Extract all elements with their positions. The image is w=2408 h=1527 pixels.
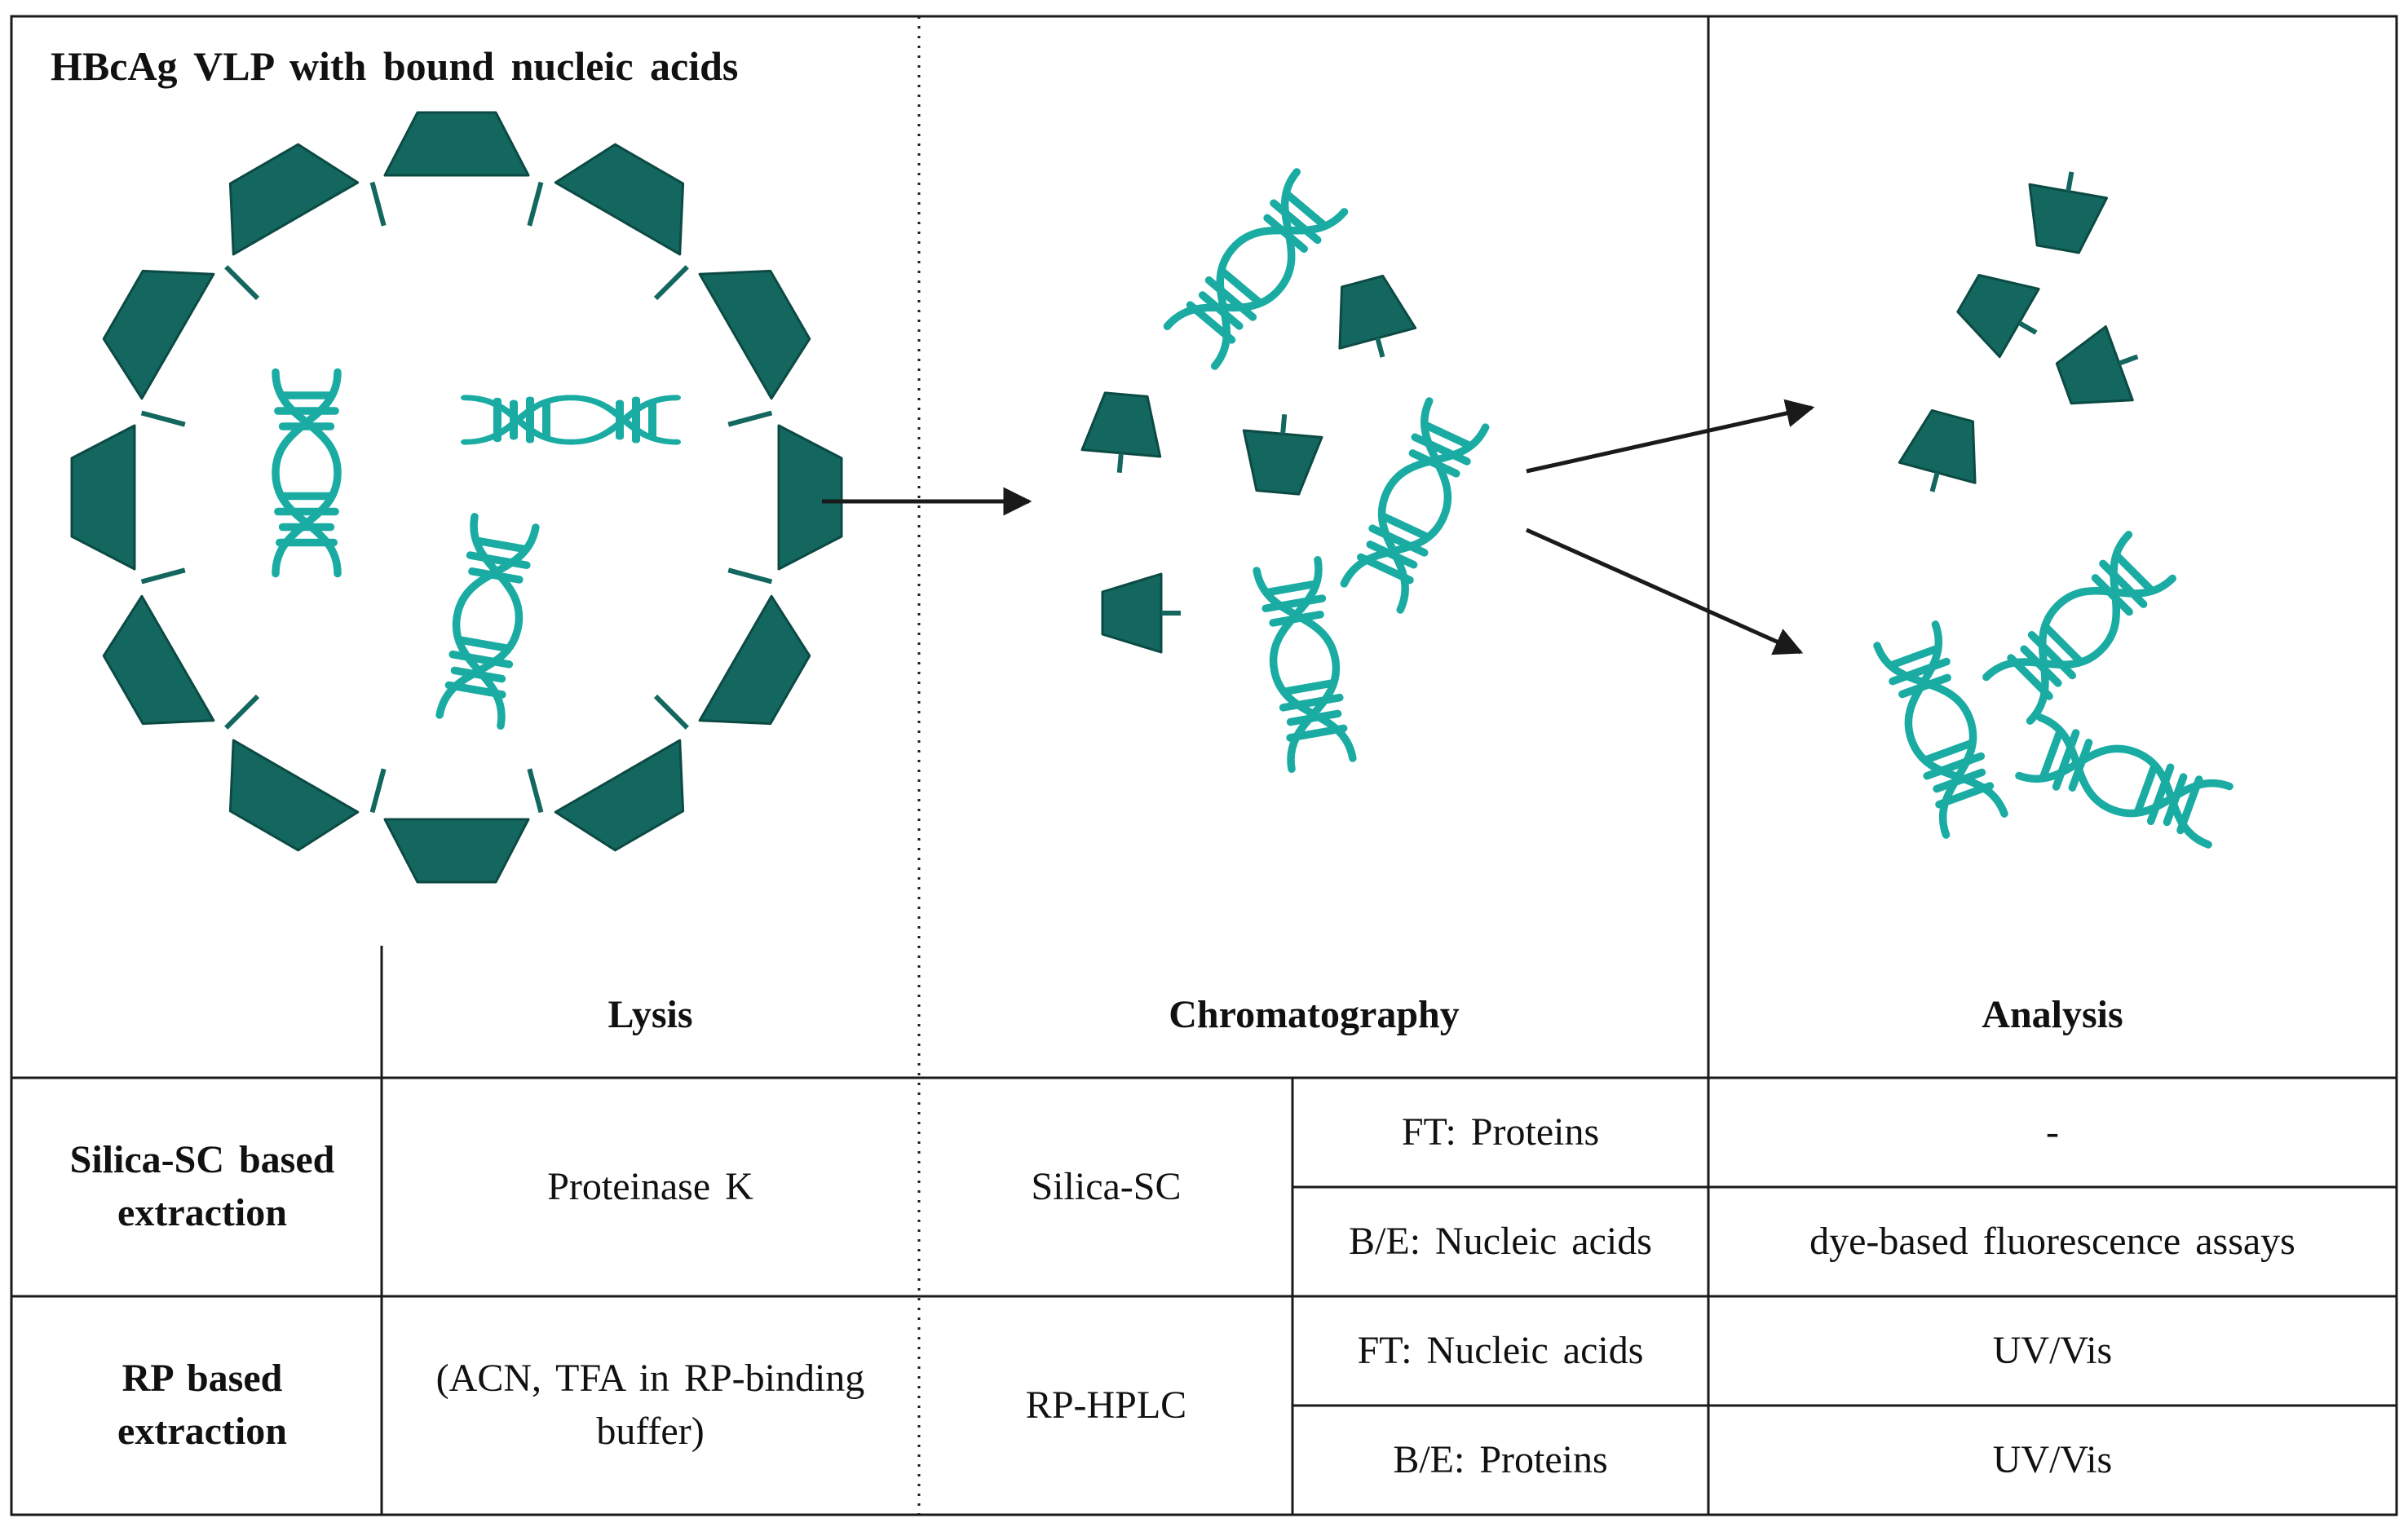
protein-subunit-icon bbox=[777, 424, 843, 571]
protein-tick bbox=[727, 410, 773, 427]
protein-tick bbox=[140, 410, 186, 427]
lysate-mixture bbox=[1080, 172, 1486, 769]
separated-proteins bbox=[1894, 165, 2151, 502]
protein-subunit-icon bbox=[554, 143, 685, 256]
analysis-silica-be: dye-based fluorescence assays bbox=[1809, 1219, 2295, 1263]
protein-subunit-icon bbox=[2019, 165, 2110, 256]
dna-helix-icon bbox=[276, 373, 338, 574]
protein-tick bbox=[653, 694, 689, 730]
protein-subunit-icon bbox=[2051, 320, 2151, 420]
dna-helix-icon bbox=[1344, 401, 1485, 610]
protein-tick bbox=[140, 567, 186, 585]
arrow-icon bbox=[1526, 399, 1815, 474]
method-rp: RP based extraction bbox=[117, 1357, 287, 1453]
dna-helix-icon bbox=[1986, 535, 2172, 721]
dna-helix-icon bbox=[1877, 624, 2004, 835]
fraction-silica-ft: FT: Proteins bbox=[1401, 1110, 1600, 1154]
separated-nucleic-acids bbox=[1877, 535, 2229, 845]
dna-helix-icon bbox=[1168, 172, 1345, 366]
protein-subunit-icon bbox=[1894, 406, 1990, 502]
arrow-icon bbox=[1525, 527, 1804, 655]
protein-subunit-icon bbox=[554, 739, 685, 852]
dna-helix-icon bbox=[1257, 560, 1353, 769]
protein-subunit-icon bbox=[698, 594, 811, 726]
fraction-silica-be: B/E: Nucleic acids bbox=[1349, 1219, 1652, 1263]
process-arrows bbox=[822, 399, 1815, 655]
lysis-silica: Proteinase K bbox=[547, 1164, 753, 1208]
lysis-rp: (ACN, TFA in RP-binding buffer) bbox=[435, 1357, 865, 1453]
header-chromatography: Chromatography bbox=[1169, 992, 1460, 1036]
header-analysis: Analysis bbox=[1982, 992, 2123, 1036]
table-grid bbox=[10, 15, 2398, 1516]
protein-subunit-icon bbox=[228, 143, 360, 256]
protein-tick bbox=[653, 265, 689, 301]
protein-tick bbox=[369, 768, 387, 814]
protein-tick bbox=[527, 181, 544, 227]
protein-subunit-icon bbox=[1102, 574, 1181, 652]
protein-subunit-icon bbox=[1324, 271, 1420, 368]
analysis-silica-ft: - bbox=[2046, 1110, 2059, 1154]
method-silica: Silica-SC based extraction bbox=[69, 1138, 335, 1234]
header-lysis: Lysis bbox=[608, 992, 693, 1036]
vlp-capsid bbox=[70, 111, 843, 884]
dna-helix-icon bbox=[2019, 717, 2229, 845]
protein-subunit-icon bbox=[1080, 391, 1165, 476]
vlp-nucleic-acids bbox=[276, 373, 677, 726]
fraction-rp-be: B/E: Proteins bbox=[1393, 1437, 1608, 1481]
protein-subunit-icon bbox=[383, 818, 530, 884]
dna-helix-icon bbox=[440, 517, 536, 726]
protein-tick bbox=[224, 694, 260, 730]
analysis-rp-ft: UV/Vis bbox=[1992, 1328, 2113, 1372]
protein-subunit-icon bbox=[102, 594, 215, 726]
fraction-rp-ft: FT: Nucleic acids bbox=[1357, 1328, 1644, 1372]
protein-tick bbox=[224, 265, 260, 301]
protein-subunit-icon bbox=[1949, 259, 2056, 366]
protein-tick bbox=[369, 181, 387, 227]
protein-subunit-icon bbox=[698, 269, 811, 400]
analysis-rp-be: UV/Vis bbox=[1992, 1437, 2113, 1481]
protein-subunit-icon bbox=[228, 739, 360, 852]
chromatography-rp: RP-HPLC bbox=[1025, 1383, 1187, 1427]
protein-subunit-icon bbox=[70, 424, 136, 571]
protein-tick bbox=[527, 768, 544, 814]
protein-subunit-icon bbox=[383, 111, 530, 177]
protein-tick bbox=[727, 567, 773, 585]
dna-helix-icon bbox=[465, 398, 677, 442]
protein-subunit-icon bbox=[1239, 411, 1323, 496]
protein-subunit-icon bbox=[102, 269, 215, 400]
figure-title: HBcAg VLP with bound nucleic acids bbox=[51, 43, 739, 89]
chromatography-silica: Silica-SC bbox=[1031, 1164, 1182, 1208]
